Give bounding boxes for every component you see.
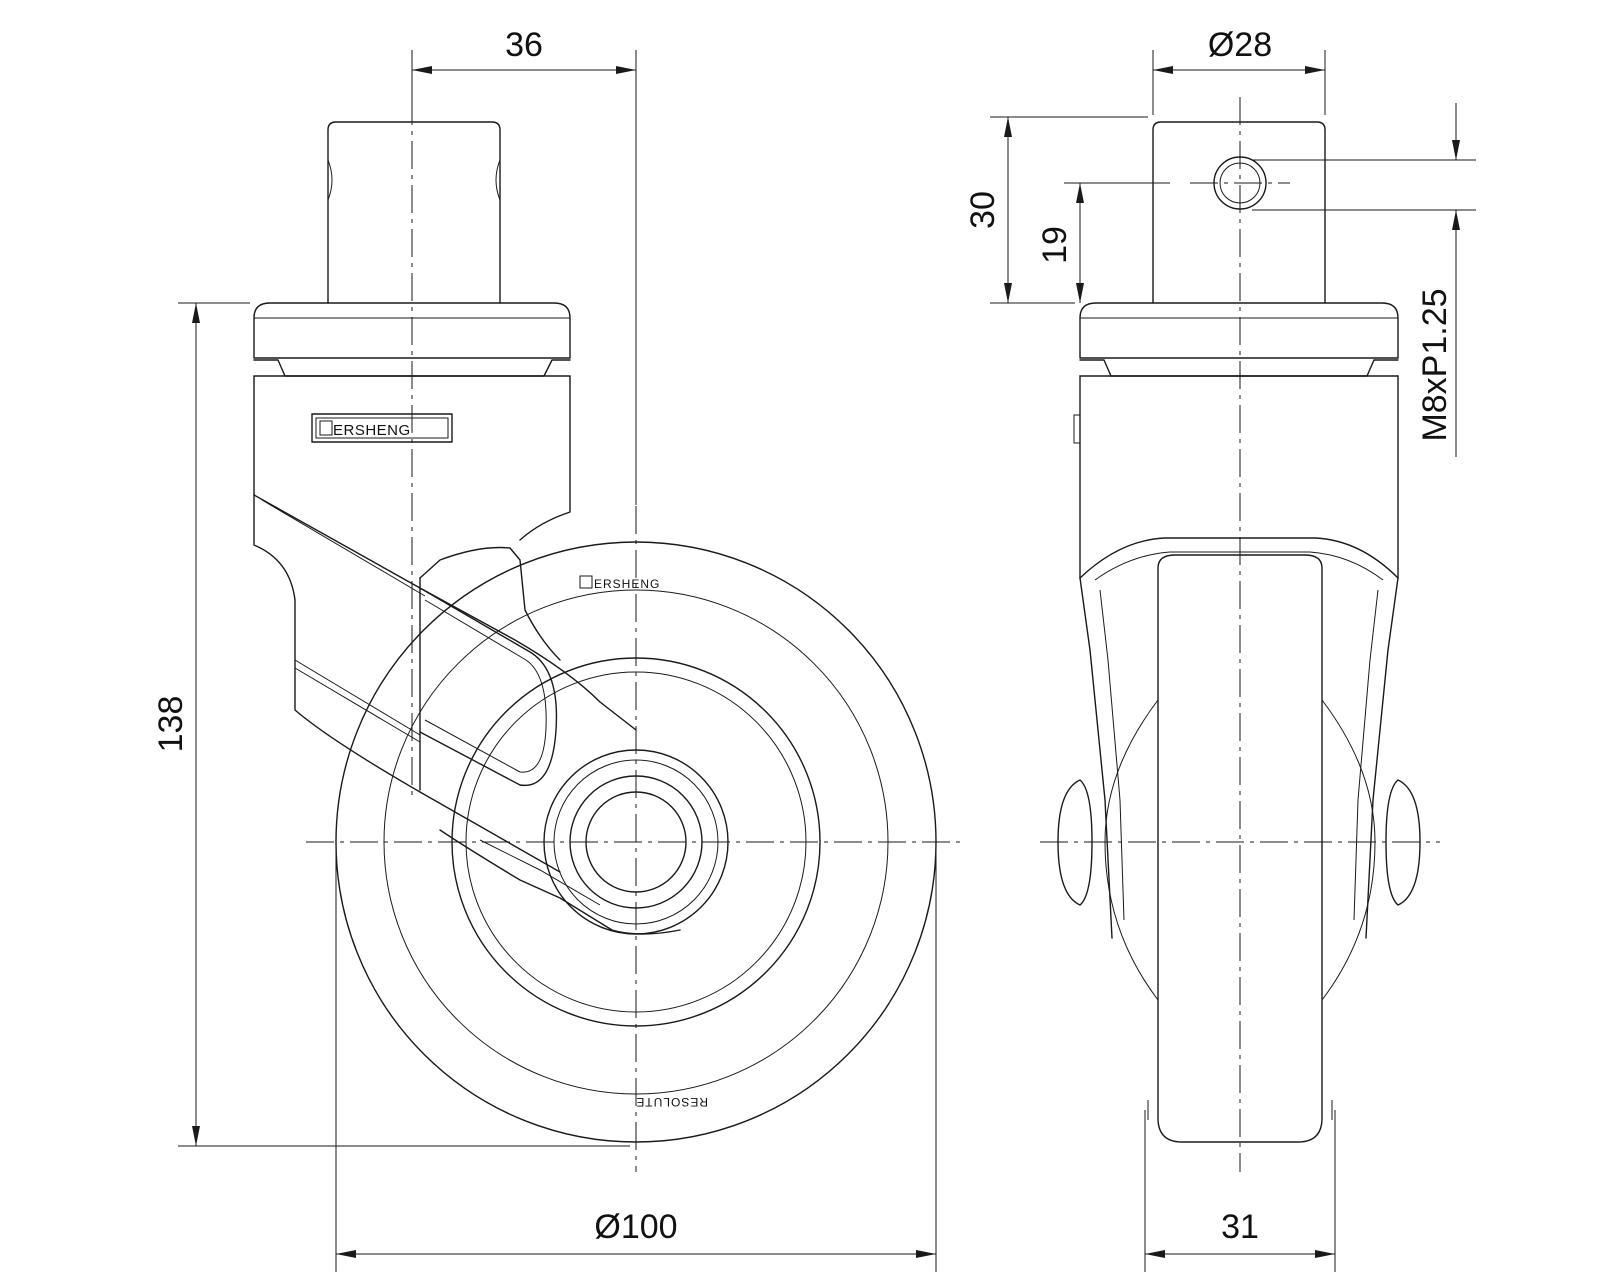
dim-thread: M8xP1.25 (1416, 288, 1454, 441)
fork-arm-line-3 (294, 667, 421, 743)
dimension-31: 31 (1144, 1110, 1336, 1272)
fork-arm-outer (253, 494, 561, 873)
dim-wheel-width: 31 (1221, 1208, 1259, 1246)
brand-plate-frame (311, 413, 453, 443)
stem-side (327, 121, 501, 304)
dimension-30: 30 (964, 116, 1148, 304)
swivel-cap (253, 302, 571, 359)
swivel-ring-front (1079, 359, 1399, 377)
wheel-brand-top: ERSHENG (579, 575, 660, 591)
fork-slot-inner (424, 599, 547, 773)
wheel-front-hub-left (1104, 699, 1159, 1001)
fork-left-front (1079, 537, 1399, 579)
wheel-front (1157, 554, 1323, 1143)
dimension-138: 138 (152, 302, 630, 1147)
fork-right-leg-inner (1353, 589, 1379, 921)
axle-cap-right (1385, 779, 1421, 906)
front-view (1040, 97, 1440, 1172)
stem-front (1152, 121, 1326, 304)
axle-cap-left (1057, 779, 1093, 906)
wheel-front-hub-right (1321, 699, 1376, 1001)
fork-slot (419, 587, 558, 787)
brand-plate-inner (315, 417, 449, 439)
stem-groove-left (327, 159, 333, 201)
brand-logo-mark (319, 420, 333, 436)
wheel-brand-bottom-text: RESOLUTE (635, 1095, 708, 1109)
dim-overall-height: 138 (152, 696, 190, 753)
dimension-19: 19 (1036, 182, 1170, 303)
housing-detail (1073, 414, 1081, 444)
fork-left-leg (1079, 577, 1113, 939)
wheel-brand-top-text: ERSHENG (594, 577, 660, 591)
brand-plate-text: ERSHENG (333, 422, 411, 439)
fork-rib (419, 546, 561, 661)
dimension-28: Ø28 (1152, 26, 1326, 115)
stem-groove-right (495, 159, 501, 201)
dim-hole-height: 19 (1036, 226, 1074, 264)
wheel-logo-mark (579, 575, 593, 589)
fork-arm-top (253, 494, 637, 731)
dim-stem-offset: 36 (505, 26, 543, 64)
fork-arm-line-1 (261, 499, 426, 597)
fork-top-inner-front (1094, 551, 1384, 581)
dim-stem-length: 30 (964, 191, 1002, 229)
dimension-thread: M8xP1.25 (1252, 103, 1476, 457)
fork-arm-line-2 (294, 659, 421, 736)
swivel-cap-front (1079, 302, 1399, 359)
brand-plate: ERSHENG (311, 413, 453, 443)
side-view: ERSHENG ERSHENG RESOLUTE (253, 97, 960, 1172)
fork-left-leg-inner (1099, 589, 1125, 921)
dimension-100: Ø100 (335, 842, 937, 1272)
fork-right-leg (1365, 577, 1399, 939)
dim-wheel-diameter: Ø100 (594, 1208, 677, 1246)
swivel-housing (253, 375, 571, 541)
fork-bracket (439, 829, 681, 935)
fork-bracket-inner (479, 839, 601, 906)
dim-stem-diameter: Ø28 (1208, 26, 1272, 64)
dimension-36: 36 (411, 26, 637, 505)
